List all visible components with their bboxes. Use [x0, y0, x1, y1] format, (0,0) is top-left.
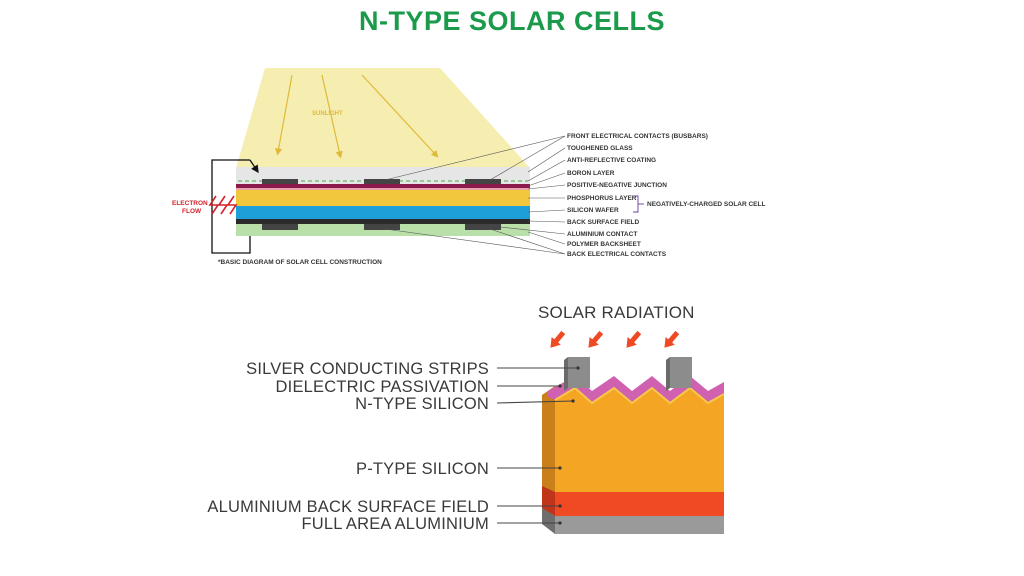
back-surface-field [236, 219, 530, 224]
dielectric-passivation-layer [548, 376, 724, 403]
aluminium-bsf-layer [555, 492, 724, 516]
layer-label: P-TYPE SILICON [356, 460, 489, 478]
layer-label: POSITIVE-NEGATIVE JUNCTION [567, 182, 667, 189]
layer-label: BACK ELECTRICAL CONTACTS [567, 251, 667, 258]
sunlight-ray [321, 74, 343, 159]
sunlight-ray [361, 74, 439, 158]
leader-dots [558, 366, 580, 525]
solar-radiation-label: SOLAR RADIATION [538, 303, 695, 322]
radiation-arrow-icon [588, 330, 604, 348]
silicon-wafer-layer [236, 206, 530, 219]
layer-label: FULL AREA ALUMINIUM [302, 515, 490, 533]
busbar [465, 179, 501, 184]
full-area-aluminium-layer [555, 516, 724, 534]
page-title: N-TYPE SOLAR CELLS [358, 6, 665, 36]
phosphorus-layer [236, 190, 530, 206]
circuit-wire [211, 159, 236, 254]
layer-label: BORON LAYER [567, 170, 615, 177]
sunlight-cone [236, 68, 530, 168]
back-contact [262, 224, 298, 230]
toughened-glass-layer [236, 167, 530, 184]
radiation-arrow-icon [550, 330, 566, 348]
circuit-arrow [249, 159, 259, 174]
diagram-caption: *BASIC DIAGRAM OF SOLAR CELL CONSTRUCTIO… [218, 259, 382, 266]
lightning-icon [208, 195, 238, 215]
layer-label: POLYMER BACKSHEET [567, 241, 641, 248]
layer-label: ALUMINIUM CONTACT [567, 231, 637, 238]
bracket-label: NEGATIVELY-CHARGED SOLAR CELL [647, 201, 765, 208]
p-type-silicon-layer [555, 383, 724, 494]
sunlight-ray [275, 74, 293, 156]
layer-label: SILICON WAFER [567, 207, 619, 214]
layer-label: BACK SURFACE FIELD [567, 219, 640, 226]
busbar [364, 179, 400, 184]
silver-strip [666, 357, 692, 391]
busbar [262, 179, 298, 184]
pn-junction [236, 188, 530, 190]
leader-lines [384, 135, 566, 255]
layer-label: SILVER CONDUCTING STRIPS [246, 360, 489, 378]
layer-label: FRONT ELECTRICAL CONTACTS (BUSBARS) [567, 133, 708, 140]
silver-strip [564, 357, 590, 391]
bottom-diagram: SOLAR RADIATION [207, 303, 725, 534]
sunlight-label: SUNLIGHT [312, 111, 343, 117]
back-contact [364, 224, 400, 230]
cell-side-bsf [542, 486, 555, 516]
top-diagram: SUNLIGHT ELECTRON FLOW *BASIC DIAGRAM OF… [172, 68, 765, 266]
n-type-silicon-layer [554, 386, 725, 405]
layer-label: N-TYPE SILICON [355, 395, 489, 413]
layer-label: TOUGHENED GLASS [567, 145, 633, 152]
back-contact [465, 224, 501, 230]
layer-label: ANTI-REFLECTIVE COATING [567, 157, 656, 164]
layer-label: ALUMINIUM BACK SURFACE FIELD [207, 498, 489, 516]
electron-flow-label: ELECTRON [172, 200, 208, 207]
electron-flow-label: FLOW [182, 208, 202, 215]
leader-lines [496, 367, 578, 524]
boron-layer [236, 184, 530, 188]
layer-label: PHOSPHORUS LAYER [567, 195, 637, 202]
radiation-arrow-icon [626, 330, 642, 348]
radiation-arrows [550, 330, 680, 348]
circuit-wire [236, 236, 251, 254]
layer-label: DIELECTRIC PASSIVATION [276, 378, 489, 396]
cell-side-aluminium [542, 508, 555, 534]
radiation-arrow-icon [664, 330, 680, 348]
